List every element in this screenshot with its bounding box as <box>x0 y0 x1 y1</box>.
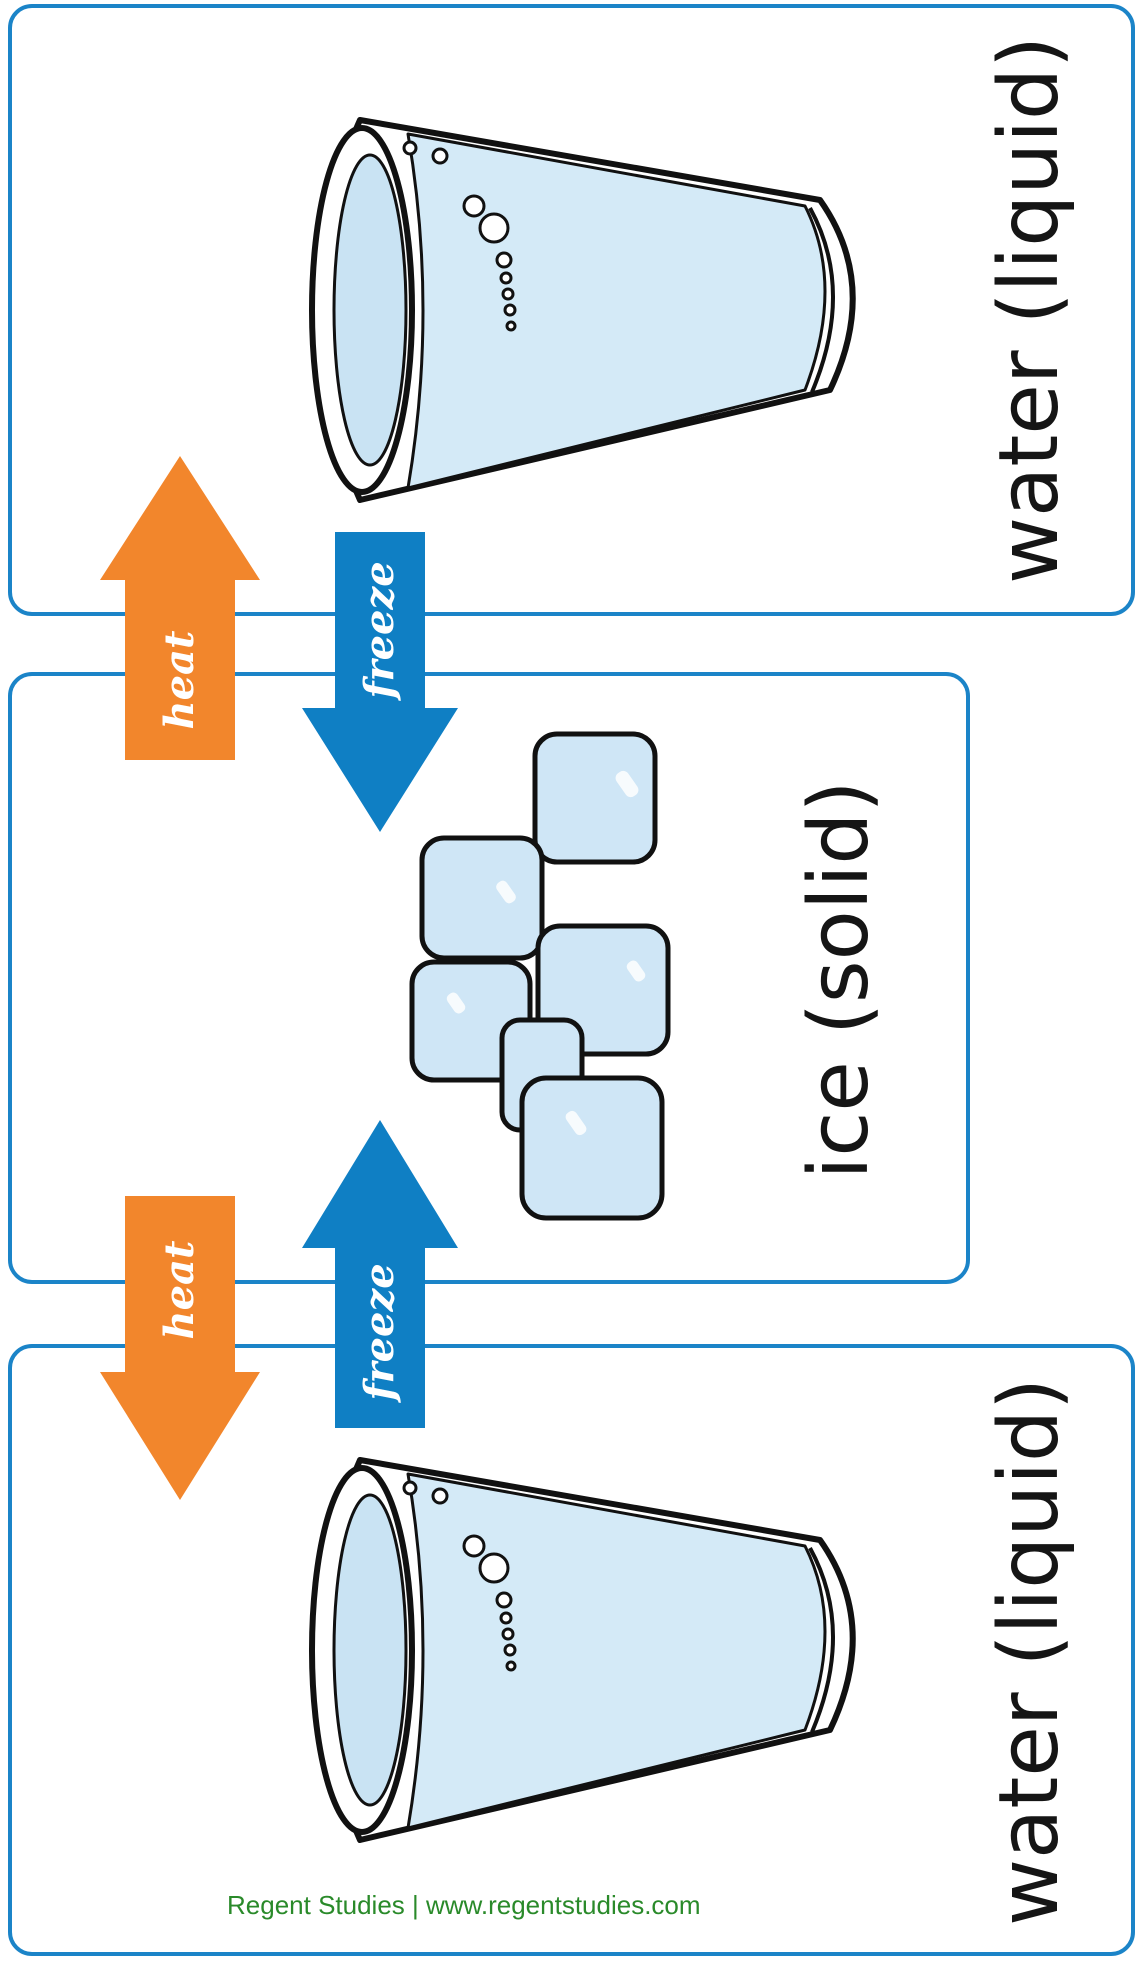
heat-arrow-up-label: heat <box>156 630 203 730</box>
ice-solid-label: ice (solid) <box>792 780 887 1180</box>
footer-credit: Regent Studies | www.regentstudies.com <box>227 1890 701 1920</box>
freeze-arrow-down-label: freeze <box>356 561 403 699</box>
water-glass-icon <box>309 1457 856 1843</box>
ice-cubes-icon <box>409 731 671 1221</box>
freeze-arrow-up-label: freeze <box>356 1263 403 1401</box>
water-glass-icon <box>309 117 856 503</box>
water-liquid-label-top: water (liquid) <box>982 35 1077 585</box>
water-liquid-label-bottom: water (liquid) <box>982 1377 1077 1927</box>
heat-arrow-down-label: heat <box>156 1240 203 1340</box>
